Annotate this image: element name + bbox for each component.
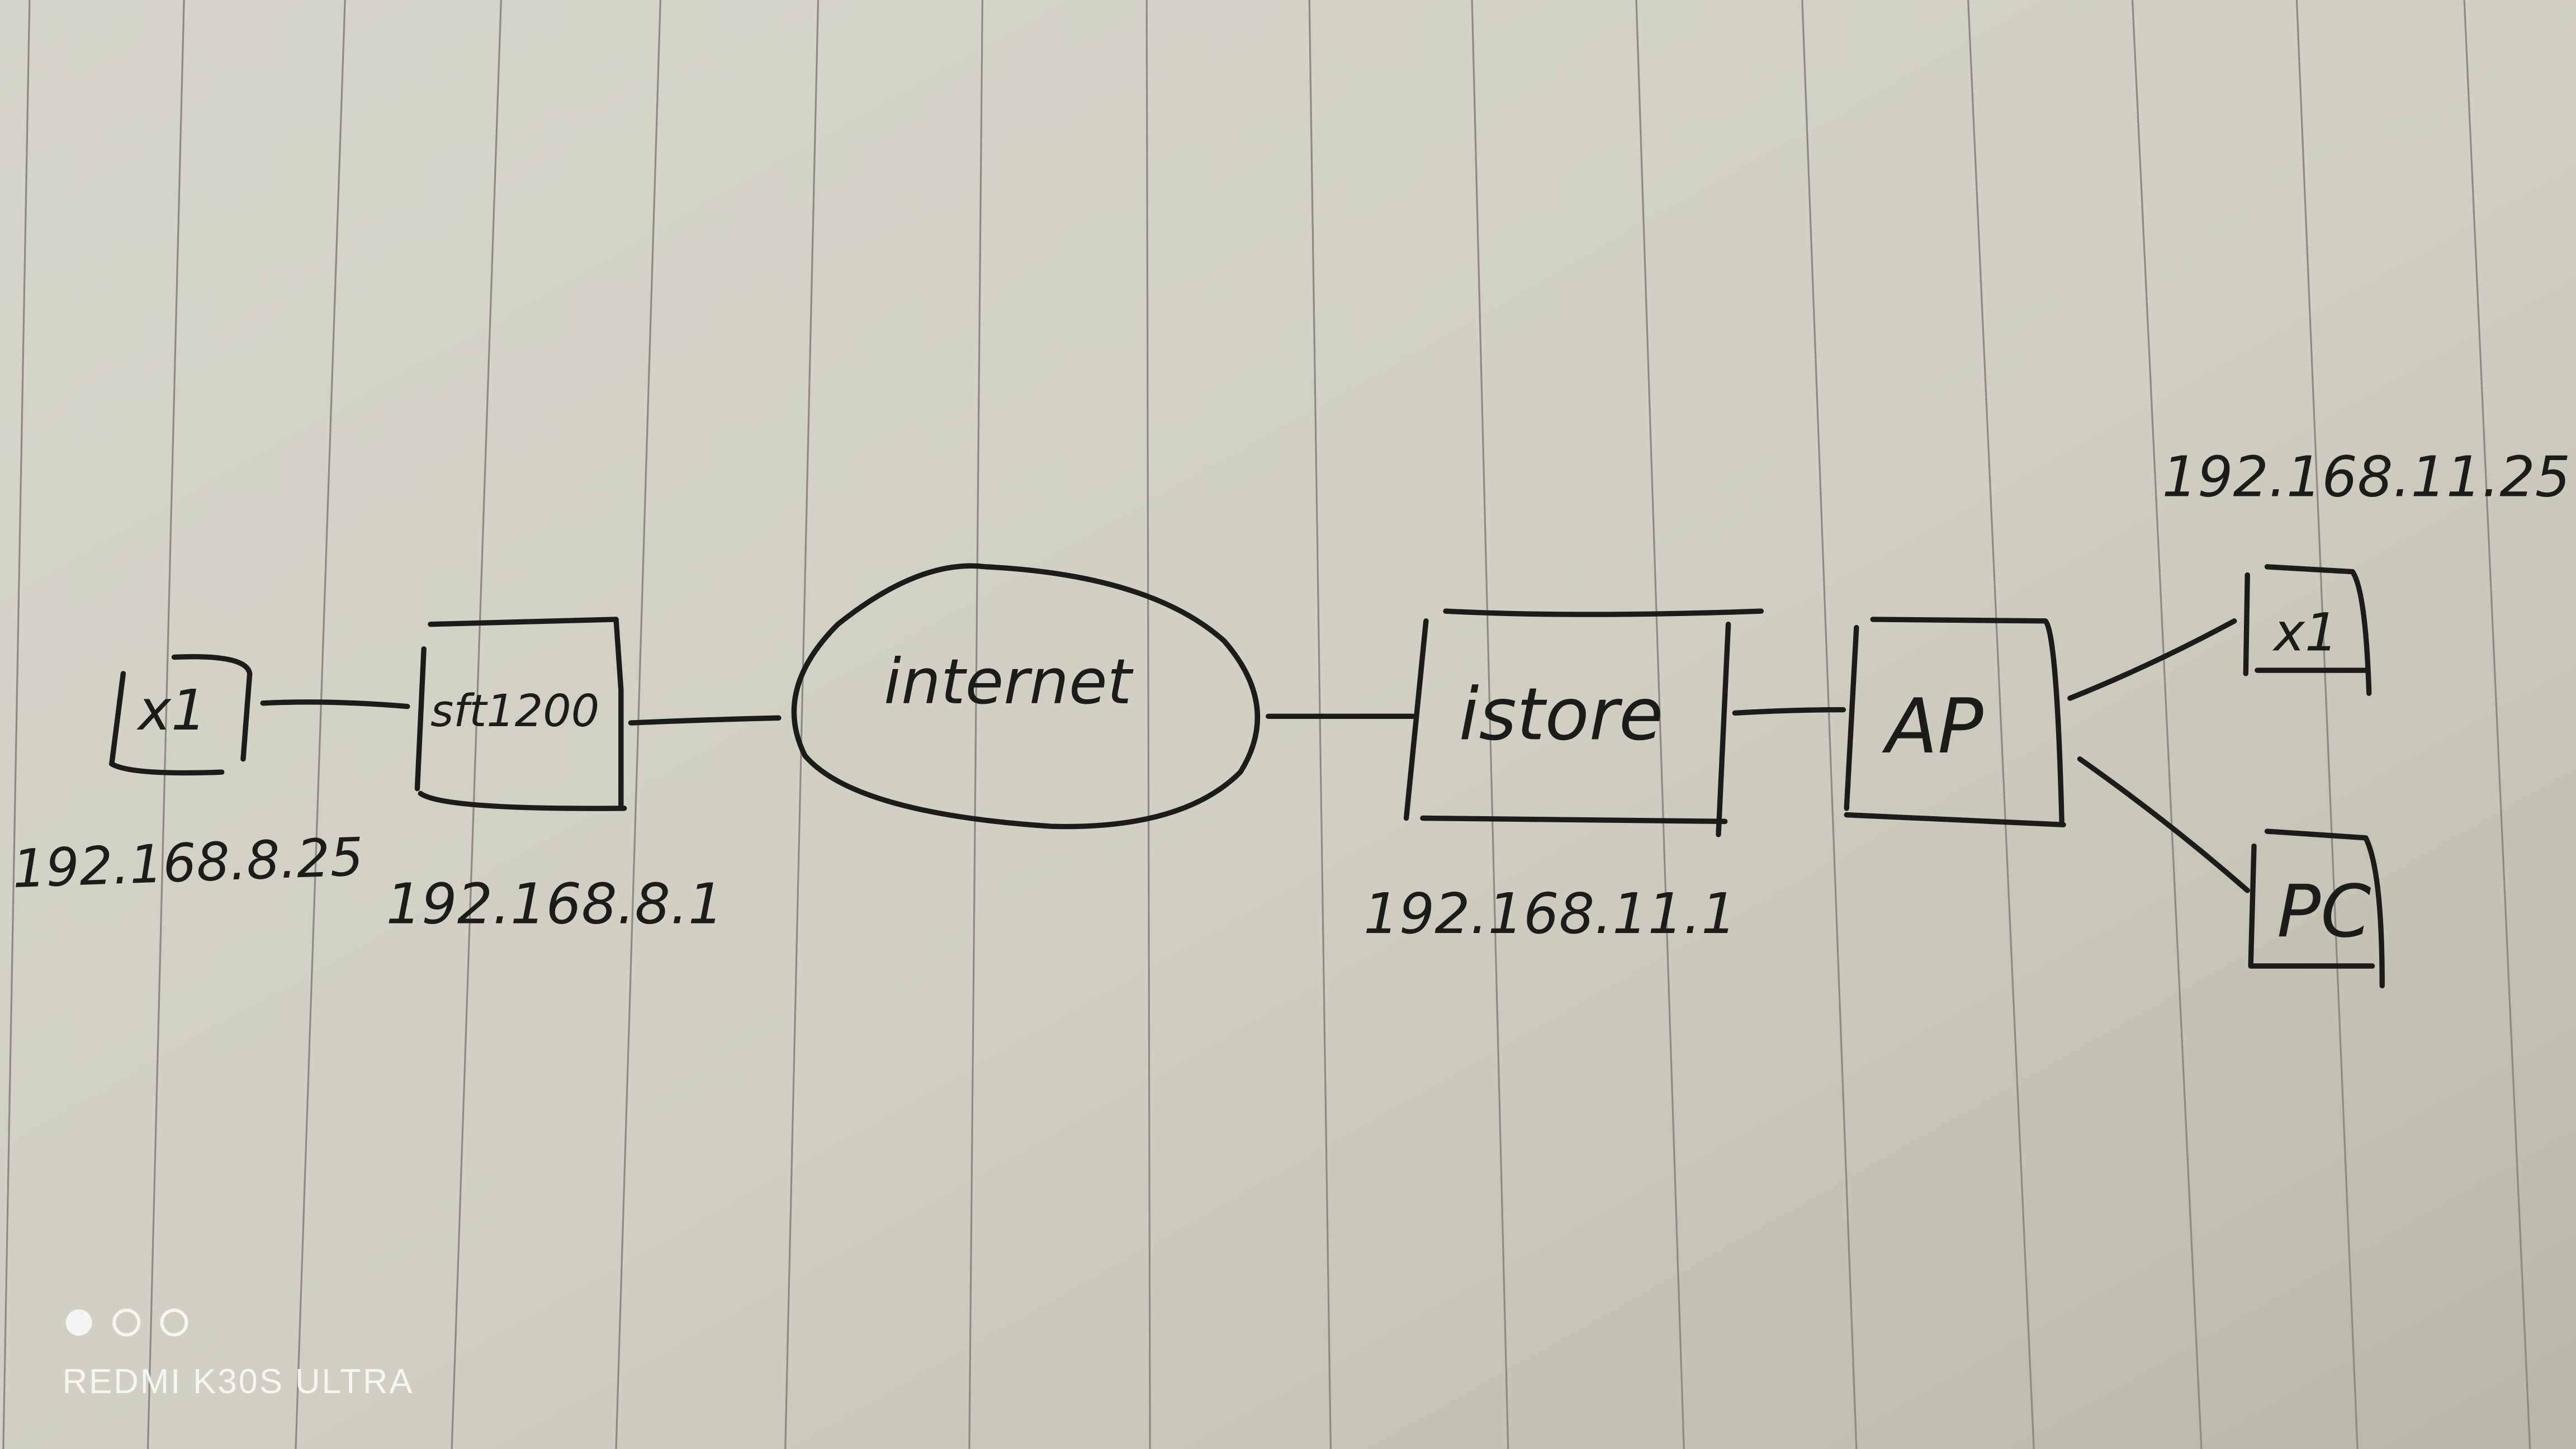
- node-x1-left: x1: [109, 654, 253, 776]
- node-label: x1: [136, 678, 207, 743]
- ip-label-istore: 192.168.11.1: [1363, 881, 1736, 946]
- node-label: internet: [884, 646, 1134, 718]
- node-label: PC: [2277, 870, 2371, 954]
- edge-sft1200-internet: [628, 715, 782, 726]
- dot-icon: [160, 1308, 188, 1337]
- node-internet: internet: [791, 563, 1261, 830]
- node-sft1200: sft1200: [414, 617, 627, 811]
- node-label: sft1200: [430, 685, 599, 737]
- node-label: x1: [2272, 603, 2338, 664]
- edge-ap-pc: [2077, 756, 2250, 893]
- dot-icon: [65, 1309, 92, 1336]
- ip-label-x1-right: 192.168.11.25: [2162, 444, 2570, 510]
- watermark-text: REDMI K30S ULTRA: [63, 1362, 414, 1401]
- edges: [260, 618, 2250, 893]
- edge-x1-sft1200: [260, 699, 410, 709]
- ip-label-x1-left: 192.168.8.25: [12, 827, 365, 900]
- edge-istore-ap: [1732, 707, 1846, 716]
- node-pc: PC: [2248, 828, 2385, 988]
- node-istore: istore: [1403, 608, 1764, 837]
- dot-icon: [112, 1308, 141, 1337]
- node-label: AP: [1882, 683, 1983, 770]
- edge-ap-x1: [2067, 618, 2237, 701]
- node-x1-right: x1: [2243, 564, 2372, 696]
- camera-watermark: REDMI K30S ULTRA: [63, 1308, 414, 1401]
- node-ap: AP: [1844, 617, 2066, 827]
- node-label: istore: [1459, 673, 1664, 756]
- ip-label-sft1200: 192.168.8.1: [386, 872, 724, 937]
